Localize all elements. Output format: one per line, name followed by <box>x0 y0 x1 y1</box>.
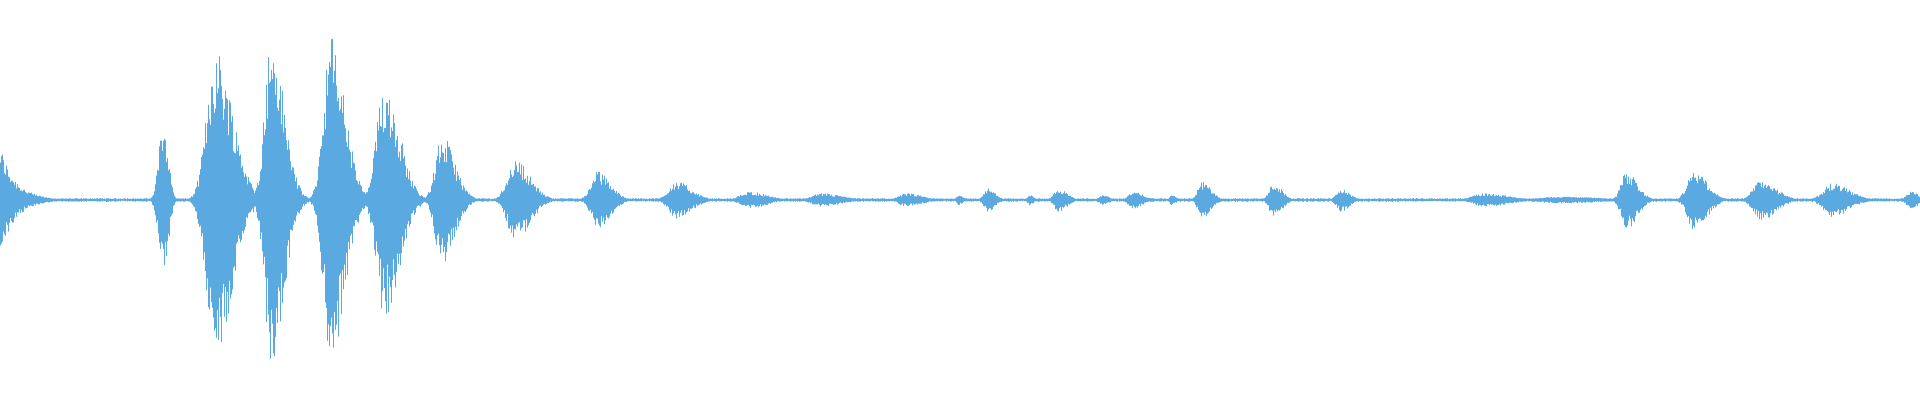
waveform-bars <box>0 38 1920 359</box>
